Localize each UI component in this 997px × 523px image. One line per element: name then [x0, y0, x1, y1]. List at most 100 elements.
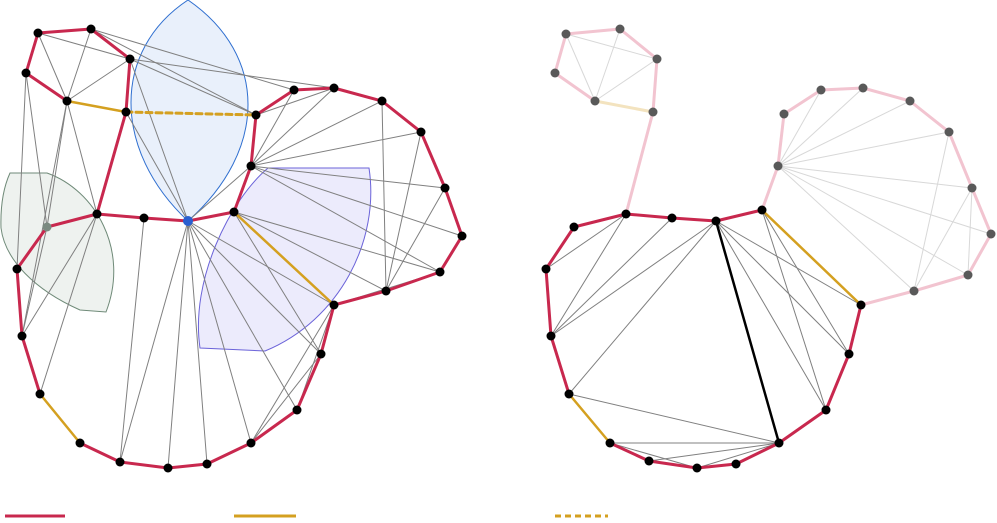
boundary-edge: [24, 71, 69, 103]
graph-node: [33, 28, 43, 38]
triangulation-edge: [250, 100, 383, 167]
added-edge: [232, 210, 336, 307]
boundary-edge: [734, 441, 781, 466]
boundary-edge: [15, 267, 24, 338]
faded-node: [561, 29, 571, 39]
faded-boundary-edge: [947, 130, 974, 190]
graph-node: [731, 459, 741, 469]
faded-boundary-edge: [966, 232, 993, 277]
faded-boundary-edge: [859, 289, 916, 307]
triangulation-edge: [90, 28, 295, 91]
faded-edge: [913, 131, 950, 292]
triangulation-edge: [125, 111, 189, 222]
boundary-edge: [249, 113, 258, 168]
graph-node: [246, 438, 256, 448]
triangulation-edge: [25, 72, 48, 228]
faded-edge: [777, 165, 915, 292]
triangulation-edge: [187, 165, 252, 222]
triangulation-edge: [550, 213, 627, 337]
triangulation-edge: [187, 220, 208, 465]
faded-node: [816, 85, 826, 95]
faded-node: [648, 107, 658, 117]
faded-edge: [777, 87, 864, 167]
faded-edge: [967, 187, 973, 276]
triangulation-edge: [715, 220, 862, 306]
triangulation-edge: [381, 100, 387, 292]
right-faded-subgraphs: [553, 27, 993, 307]
boundary-edge: [15, 225, 49, 271]
triangulation-edge: [250, 87, 335, 167]
boundary-edge: [380, 99, 423, 134]
triangulation-edge: [39, 213, 98, 395]
added-edge: [567, 392, 612, 445]
triangulation-edge: [21, 100, 68, 337]
right-nodes: [541, 24, 996, 473]
graph-node: [121, 107, 131, 117]
triangulation-edge: [233, 211, 322, 355]
boundary-edge: [419, 130, 447, 190]
triangulation-edge: [167, 220, 189, 469]
graph-node: [564, 389, 574, 399]
graph-node: [692, 463, 702, 473]
boundary-edge: [572, 212, 628, 229]
faded-boundary-edge: [776, 112, 786, 168]
graph-node: [457, 231, 467, 241]
faded-edge: [777, 165, 973, 189]
faded-edge: [777, 165, 992, 235]
triangulation-edge: [250, 165, 463, 237]
triangulation-edge: [250, 304, 335, 444]
boundary-edge: [232, 164, 253, 214]
triangulation-edge: [46, 100, 68, 228]
boundary-edge: [36, 27, 93, 35]
boundary-edge: [549, 334, 571, 396]
left-panel: [0, 0, 467, 473]
boundary-edge: [95, 110, 128, 216]
boundary-edge: [295, 352, 323, 412]
graph-node: [246, 161, 256, 171]
boundary-edge: [24, 31, 40, 75]
faded-boundary-edge: [819, 86, 865, 92]
graph-node: [289, 85, 299, 95]
boundary-edge: [443, 186, 464, 238]
triangulation-edge: [66, 100, 98, 215]
faded-node: [986, 229, 996, 239]
faded-boundary-edge: [553, 71, 597, 103]
graph-node: [292, 405, 302, 415]
triangulation-edge: [187, 220, 298, 411]
graph-node: [86, 24, 96, 34]
triangulation-edge: [255, 87, 335, 116]
triangulation-edge: [37, 32, 68, 102]
graph-node: [35, 389, 45, 399]
graph-node: [605, 438, 615, 448]
faded-edge: [565, 33, 658, 60]
right-triangulation-edges: [545, 209, 862, 469]
triangulation-edge: [568, 393, 780, 444]
boundary-edge: [608, 441, 651, 463]
graph-node: [381, 286, 391, 296]
boundary-edge: [624, 212, 674, 220]
faded-node: [909, 286, 919, 296]
triangulation-edge: [761, 209, 827, 411]
graph-node: [667, 213, 677, 223]
graph-node: [644, 456, 654, 466]
gray-lens-region: [0, 172, 115, 313]
triangulation-edge: [250, 165, 446, 189]
graph-node: [377, 96, 387, 106]
faded-boundary-edge: [912, 273, 970, 293]
triangulation-edge: [21, 213, 98, 337]
triangulation-edge: [187, 220, 252, 444]
faded-edge: [777, 131, 950, 167]
boundary-edge: [205, 441, 253, 466]
graph-node: [12, 264, 22, 274]
graph-node: [329, 300, 339, 310]
boundary-edge: [647, 459, 699, 470]
faded-node: [779, 109, 789, 119]
triangulation-edge: [550, 220, 717, 337]
boundary-edge: [384, 270, 442, 293]
triangulation-edge: [568, 220, 717, 395]
graph-node: [21, 68, 31, 78]
highlighted-node: [183, 216, 193, 226]
graph-node: [92, 209, 102, 219]
graph-node: [316, 349, 326, 359]
triangulation-edge: [545, 213, 627, 270]
